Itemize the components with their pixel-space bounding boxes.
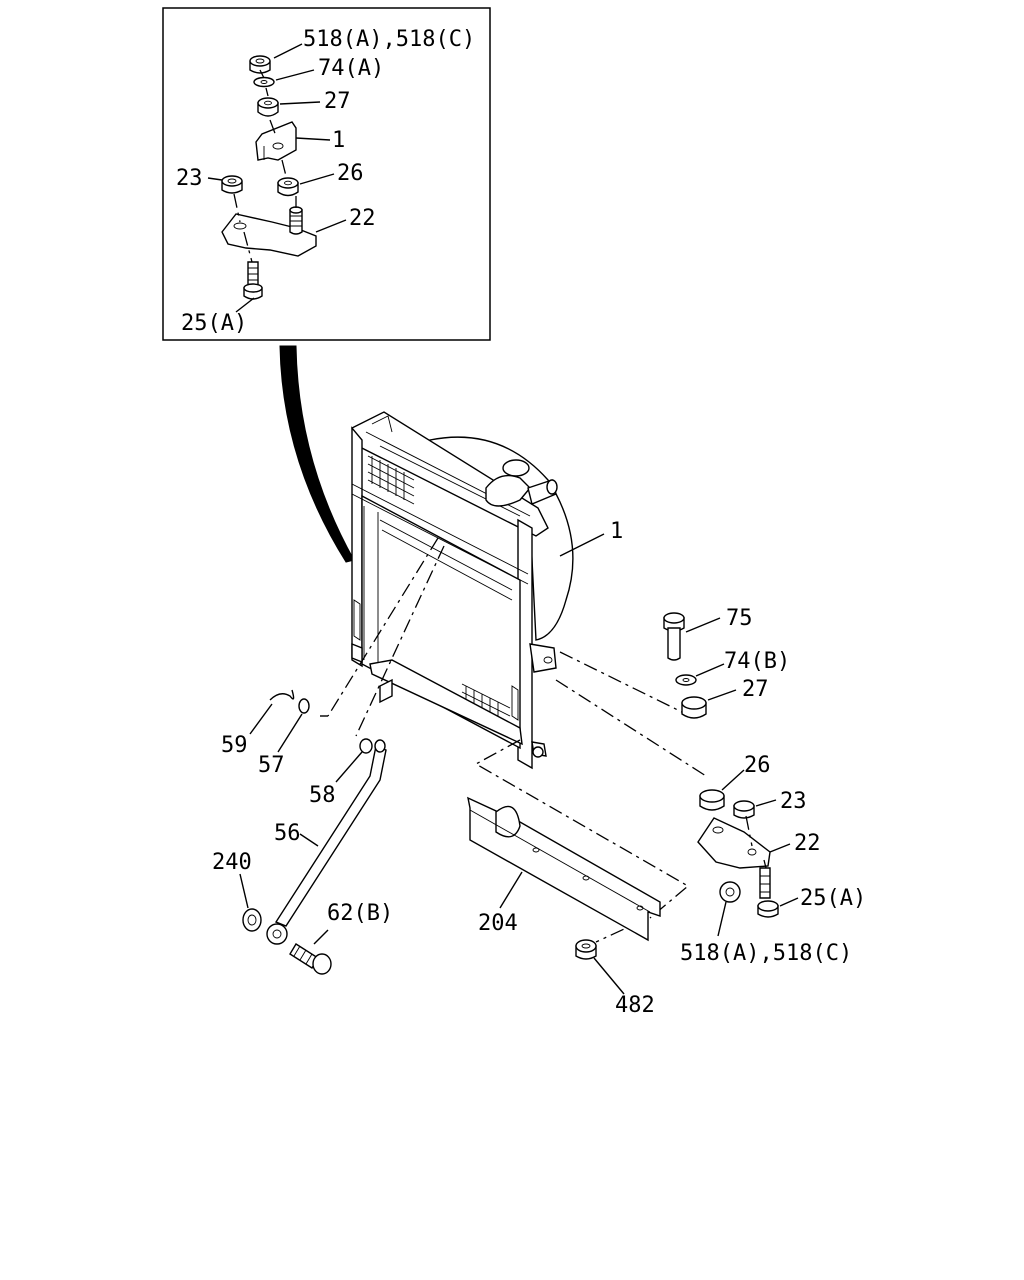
nut-240 <box>242 908 262 932</box>
radiator-assembly <box>351 411 574 770</box>
inset-bracket-22 <box>221 206 317 257</box>
label-25a: 25(A) <box>800 886 866 911</box>
label-240: 240 <box>212 850 252 875</box>
inset-bracket-1 <box>255 121 297 161</box>
nut-518 <box>719 881 741 903</box>
label-204: 204 <box>478 911 518 936</box>
label-inset-22: 22 <box>349 206 376 231</box>
stay-rod-56 <box>266 739 387 945</box>
washer-74b <box>675 674 697 686</box>
washer-58 <box>359 738 373 754</box>
label-23: 23 <box>780 789 807 814</box>
label-26: 26 <box>744 753 771 778</box>
part-labels: 1 75 74(B) 27 26 23 22 25(A) 518(A),518(… <box>212 519 866 1018</box>
radiator-filler-cap <box>485 459 558 507</box>
rubber-27 <box>681 696 707 719</box>
inset-rubber-26 <box>277 177 299 197</box>
label-59: 59 <box>221 733 248 758</box>
bolt-75 <box>663 612 685 661</box>
inset-nut-518 <box>249 55 271 74</box>
label-inset-25a: 25(A) <box>181 311 247 336</box>
inset-bolt-25a <box>243 261 263 300</box>
nut-482 <box>575 939 597 960</box>
lower-cover-204 <box>467 796 661 942</box>
bracket-22 <box>697 817 771 869</box>
inset-nut-23 <box>221 175 243 194</box>
label-27: 27 <box>742 677 769 702</box>
label-57: 57 <box>258 753 285 778</box>
label-inset-518: 518(A),518(C) <box>303 27 475 52</box>
label-inset-26: 26 <box>337 161 364 186</box>
label-482: 482 <box>615 993 655 1018</box>
inset-washer-74a <box>253 76 275 88</box>
label-inset-1: 1 <box>332 128 345 153</box>
label-74b: 74(B) <box>724 649 790 674</box>
detail-inset: 518(A),518(C) 74(A) 27 1 23 26 22 25(A) <box>162 7 491 341</box>
label-inset-74a: 74(A) <box>318 56 384 81</box>
washer-57 <box>298 698 310 714</box>
bolt-25a <box>757 867 779 918</box>
stay-rod-parts <box>242 689 387 975</box>
leader-lines <box>239 533 799 995</box>
label-56: 56 <box>274 821 301 846</box>
label-1: 1 <box>610 519 623 544</box>
label-75: 75 <box>726 606 753 631</box>
rubber-26 <box>699 789 725 811</box>
clip-59 <box>269 689 295 701</box>
bolt-62b <box>289 943 332 975</box>
label-518: 518(A),518(C) <box>680 941 852 966</box>
detail-callout-arrow <box>279 345 355 563</box>
label-58: 58 <box>309 783 336 808</box>
nut-23 <box>733 800 755 819</box>
label-inset-27: 27 <box>324 89 351 114</box>
label-62b: 62(B) <box>327 901 393 926</box>
right-mount-parts <box>663 612 779 918</box>
inset-rubber-27 <box>257 97 279 117</box>
label-22: 22 <box>794 831 821 856</box>
label-inset-23: 23 <box>176 166 203 191</box>
